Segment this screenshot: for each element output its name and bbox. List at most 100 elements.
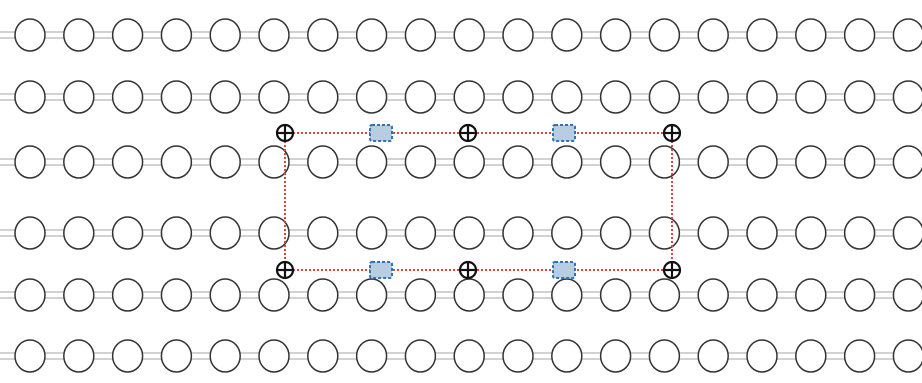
lattice-circle	[404, 18, 437, 52]
lattice-circle	[63, 278, 95, 312]
lattice-circle	[307, 80, 339, 114]
lattice-circle	[111, 339, 144, 373]
lattice-circle	[160, 339, 193, 373]
lattice-circle	[209, 145, 241, 179]
lattice-circle	[746, 216, 778, 250]
lattice-circle	[648, 145, 681, 179]
lattice-circle	[502, 216, 534, 250]
lattice-circle	[843, 18, 876, 52]
lattice-circle	[599, 278, 632, 312]
lattice-circle	[697, 339, 729, 373]
rail-lines	[0, 31, 922, 360]
lattice-circle	[697, 80, 729, 114]
lattice-circle	[111, 18, 144, 52]
lattice-circle	[209, 339, 241, 373]
lattice-circle	[63, 18, 95, 52]
lattice-circle	[404, 145, 437, 179]
lattice-circle	[355, 80, 388, 114]
lattice-circle	[746, 18, 778, 52]
lattice-circle	[453, 145, 485, 179]
lattice-circle	[746, 278, 778, 312]
lattice-circle	[355, 278, 388, 312]
lattice-circle	[258, 216, 290, 250]
circle-plus-icon	[275, 123, 295, 143]
lattice-circle	[355, 339, 388, 373]
lattice-circle	[160, 18, 193, 52]
lattice-circle	[648, 339, 681, 373]
lattice-circle	[355, 18, 388, 52]
lattice-circle	[14, 145, 46, 179]
lattice-circle	[795, 145, 827, 179]
lattice-circle	[307, 18, 339, 52]
lattice-circle	[892, 80, 922, 114]
lattice-circle	[599, 216, 632, 250]
lattice-circle	[63, 145, 95, 179]
lattice-circle	[551, 80, 583, 114]
lattice-circle	[258, 145, 290, 179]
circle-plus-icon	[458, 123, 478, 143]
lattice-circle	[14, 80, 46, 114]
lattice-circle	[697, 145, 729, 179]
lattice-circle	[209, 216, 241, 250]
lattice-circle	[892, 18, 922, 52]
dashed-square-icon	[369, 124, 393, 142]
lattice-circle	[209, 18, 241, 52]
lattice-circle	[843, 339, 876, 373]
lattice-circle	[160, 216, 193, 250]
lattice-circle	[258, 278, 290, 312]
lattice-circle	[404, 339, 437, 373]
lattice-circle	[111, 145, 144, 179]
dashed-square-icon	[552, 124, 576, 142]
lattice-circle	[160, 278, 193, 312]
circle-plus-icon	[275, 260, 295, 280]
lattice-circle	[892, 145, 922, 179]
lattice-circle	[453, 278, 485, 312]
lattice-circle	[14, 216, 46, 250]
lattice-circle	[697, 278, 729, 312]
lattice-circle	[453, 216, 485, 250]
lattice-circle	[111, 216, 144, 250]
lattice-circle	[599, 18, 632, 52]
lattice-circle	[258, 339, 290, 373]
lattice-circle	[307, 339, 339, 373]
lattice-circle	[209, 80, 241, 114]
lattice-circle	[453, 339, 485, 373]
lattice-circle	[404, 80, 437, 114]
lattice-circle	[14, 278, 46, 312]
corner-markers	[275, 123, 682, 280]
lattice-circle	[551, 278, 583, 312]
lattice-circle	[551, 18, 583, 52]
lattice-circle	[648, 216, 681, 250]
lattice-circle	[648, 18, 681, 52]
lattice-circle	[63, 80, 95, 114]
lattice-circle	[843, 278, 876, 312]
lattice-circle	[404, 216, 437, 250]
lattice-circle	[63, 339, 95, 373]
lattice-circle	[795, 278, 827, 312]
circle-grid	[14, 18, 922, 373]
lattice-circle	[258, 18, 290, 52]
lattice-circle	[648, 278, 681, 312]
lattice-circle	[502, 145, 534, 179]
lattice-circle	[892, 339, 922, 373]
midpoint-markers	[369, 124, 576, 279]
lattice-circle	[551, 216, 583, 250]
lattice-circle	[843, 145, 876, 179]
circle-plus-icon	[458, 260, 478, 280]
lattice-circle	[111, 80, 144, 114]
lattice-circle	[697, 18, 729, 52]
lattice-circle	[795, 80, 827, 114]
lattice-circle	[892, 278, 922, 312]
lattice-circle	[14, 339, 46, 373]
lattice-circle	[355, 216, 388, 250]
lattice-circle	[63, 216, 95, 250]
lattice-circle	[502, 278, 534, 312]
dashed-square-icon	[369, 261, 393, 279]
lattice-circle	[795, 18, 827, 52]
lattice-circle	[111, 278, 144, 312]
lattice-circle	[502, 18, 534, 52]
lattice-circle	[795, 339, 827, 373]
lattice-circle	[795, 216, 827, 250]
